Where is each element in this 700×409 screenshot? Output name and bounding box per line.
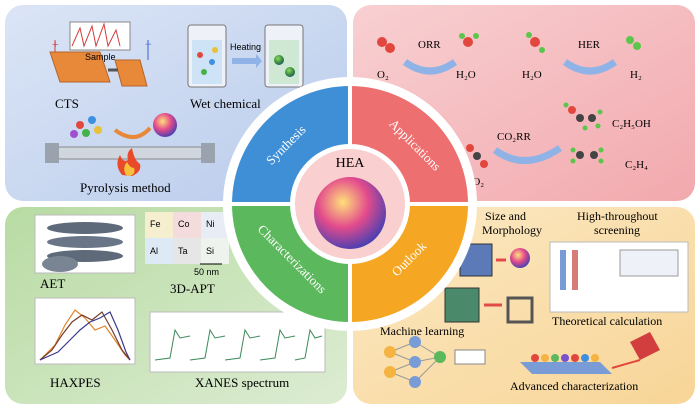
heating-label: Heating bbox=[230, 42, 261, 52]
xanes-plot bbox=[149, 311, 326, 373]
co2rr-label: CO₂RR bbox=[497, 131, 531, 143]
h2o-label-b: H₂O bbox=[522, 69, 542, 81]
size-morph-label-1: Size and bbox=[485, 209, 526, 223]
orr-label: ORR bbox=[418, 39, 441, 51]
orr-reaction bbox=[377, 33, 479, 75]
element-ni: Ni bbox=[206, 219, 215, 229]
aet-label: AET bbox=[40, 276, 65, 291]
hea-nanoparticle bbox=[314, 177, 386, 249]
haxpes-plot bbox=[34, 297, 136, 365]
element-fe: Fe bbox=[150, 219, 161, 229]
h2-label: H₂ bbox=[630, 69, 642, 81]
neural-network-illustration bbox=[384, 336, 486, 388]
element-co: Co bbox=[178, 219, 190, 229]
h2o-label-a: H₂O bbox=[456, 69, 476, 81]
haxpes-label: HAXPES bbox=[50, 375, 101, 390]
wet-chemical-illustration bbox=[187, 24, 304, 88]
her-label: HER bbox=[578, 39, 601, 51]
apt-label: 3D-APT bbox=[170, 281, 215, 296]
hts-label-1: High-throughout bbox=[577, 209, 658, 223]
xanes-label: XANES spectrum bbox=[195, 375, 289, 390]
c2h4-label: C₂H₄ bbox=[625, 159, 648, 171]
apt-image: Fe Co Ni Al Ta Si bbox=[145, 212, 229, 265]
wet-chemical-label: Wet chemical bbox=[190, 96, 261, 111]
pyrolysis-illustration bbox=[45, 113, 215, 176]
element-ta: Ta bbox=[178, 246, 188, 256]
sample-label: Sample bbox=[85, 52, 116, 62]
advanced-characterization-illustration bbox=[520, 332, 660, 374]
ml-label: Machine learning bbox=[380, 324, 464, 338]
scale-label: 50 nm bbox=[194, 267, 219, 277]
screening-illustration bbox=[549, 241, 689, 313]
advanced-label: Advanced characterization bbox=[510, 379, 638, 393]
theory-label: Theoretical calculation bbox=[552, 314, 662, 328]
size-morphology-illustration bbox=[444, 243, 534, 324]
cts-label: CTS bbox=[55, 96, 79, 111]
c2h5oh-label: C₂H₅OH bbox=[612, 118, 651, 130]
element-al: Al bbox=[150, 246, 158, 256]
central-ring bbox=[223, 77, 477, 331]
element-si: Si bbox=[206, 246, 214, 256]
pyrolysis-label: Pyrolysis method bbox=[80, 180, 171, 195]
hea-label: HEA bbox=[336, 156, 366, 171]
size-morph-label-2: Morphology bbox=[482, 223, 542, 237]
co2rr-reaction bbox=[466, 102, 604, 168]
aet-image bbox=[34, 214, 136, 274]
cts-illustration: + − bbox=[49, 21, 152, 87]
her-reaction bbox=[526, 32, 641, 75]
o2-label: O₂ bbox=[377, 69, 389, 81]
hts-label-2: screening bbox=[594, 223, 640, 237]
